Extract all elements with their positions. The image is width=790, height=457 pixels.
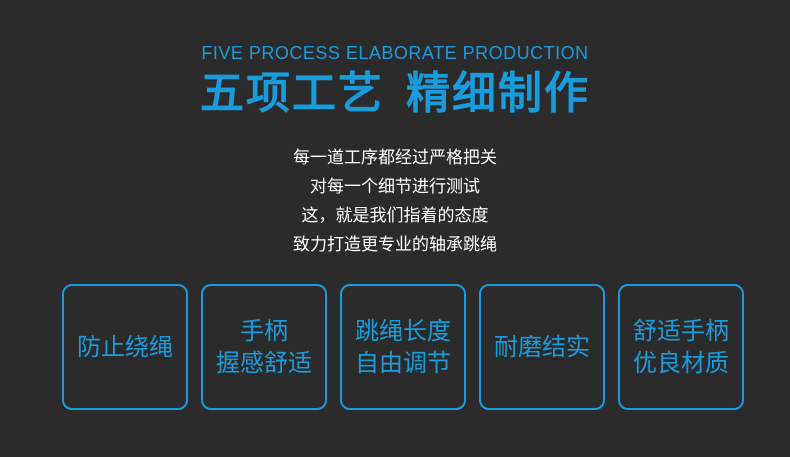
title-part-1: 五项工艺 [200, 68, 384, 119]
feature-label: 优良材质 [633, 349, 729, 377]
description-line: 这，就是我们指着的态度 [301, 206, 489, 226]
description-line: 每一道工序都经过严格把关 [293, 148, 497, 168]
feature-label: 舒适手柄 [633, 317, 729, 345]
feature-label: 握感舒适 [216, 349, 312, 377]
description-line: 致力打造更专业的轴承跳绳 [293, 235, 497, 255]
title-part-2: 精细制作 [406, 68, 590, 119]
feature-card-adjustable-length: 跳绳长度 自由调节 [340, 284, 466, 410]
page-title: 五项工艺精细制作 [0, 66, 790, 122]
description-block: 每一道工序都经过严格把关 对每一个细节进行测试 这，就是我们指着的态度 致力打造… [0, 144, 790, 260]
feature-label: 防止绕绳 [77, 333, 173, 361]
feature-label: 跳绳长度 [355, 317, 451, 345]
description-line: 对每一个细节进行测试 [310, 177, 480, 197]
feature-label: 手柄 [240, 317, 288, 345]
feature-cards: 防止绕绳 手柄 握感舒适 跳绳长度 自由调节 耐磨结实 舒适手柄 优良材质 [62, 284, 744, 410]
feature-label: 耐磨结实 [494, 333, 590, 361]
feature-card-anti-tangle: 防止绕绳 [62, 284, 188, 410]
feature-card-handle-grip: 手柄 握感舒适 [201, 284, 327, 410]
feature-card-quality-material: 舒适手柄 优良材质 [618, 284, 744, 410]
feature-label: 自由调节 [355, 349, 451, 377]
feature-card-durable: 耐磨结实 [479, 284, 605, 410]
subtitle-english: FIVE PROCESS ELABORATE PRODUCTION [201, 43, 589, 63]
